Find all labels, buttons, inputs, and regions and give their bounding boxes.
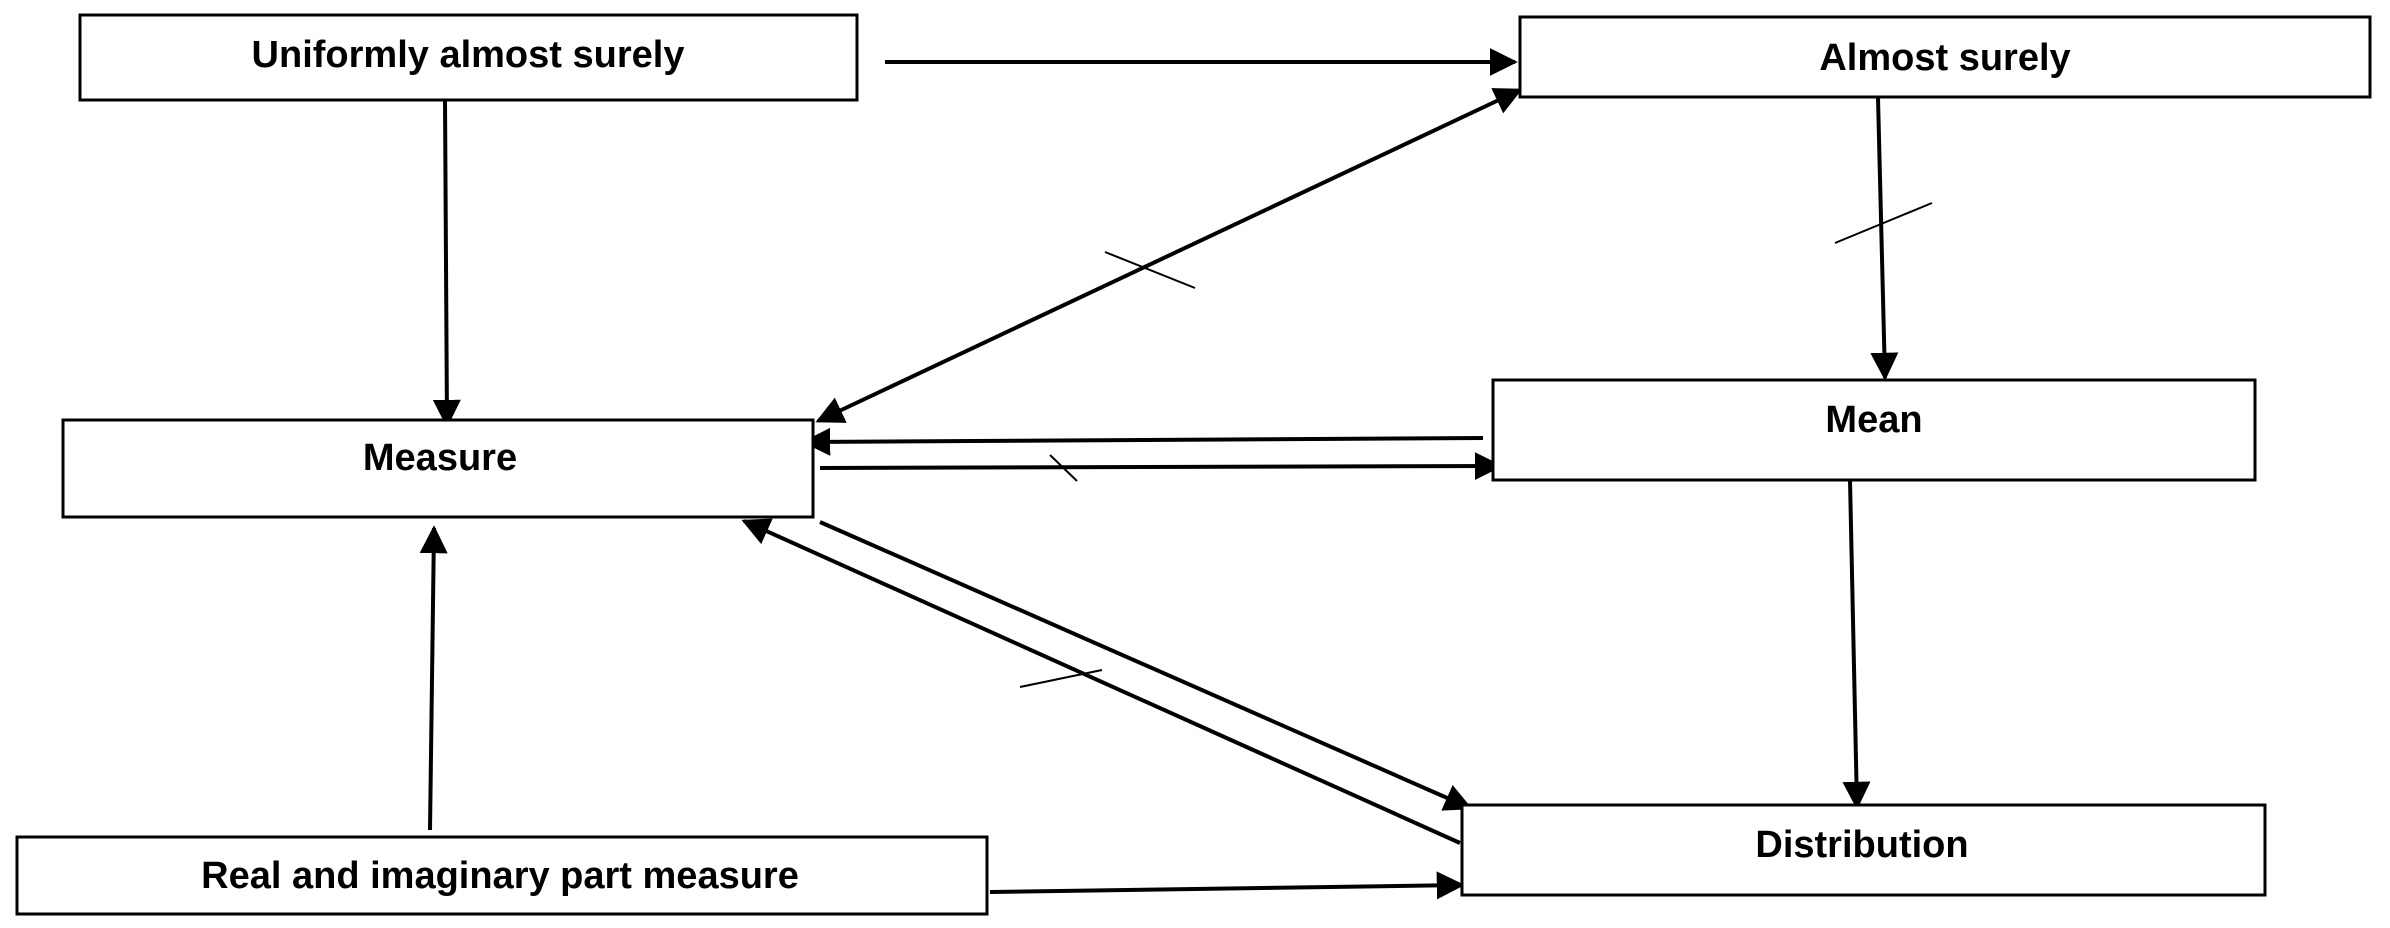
node-uniformly-almost-surely: Uniformly almost surely xyxy=(78,13,859,102)
node-box xyxy=(15,835,989,916)
edge-almost-to-mean xyxy=(1870,97,1899,381)
edge-measure-to-mean xyxy=(819,452,1503,481)
negation-marks xyxy=(1019,202,1933,688)
node-measure: Measure xyxy=(61,418,815,519)
node-label: Mean xyxy=(1825,399,1922,441)
node-distribution: Distribution xyxy=(1460,803,2267,897)
node-box xyxy=(1460,803,2267,897)
edge-realimag-to-distribution xyxy=(989,871,1465,900)
node-label: Real and imaginary part measure xyxy=(201,855,799,897)
negation-tick-distribution-measure xyxy=(1019,669,1103,688)
node-mean: Mean xyxy=(1491,378,2257,482)
edge-realimag-to-measure xyxy=(419,525,448,831)
node-label: Uniformly almost surely xyxy=(252,34,685,76)
node-real-and-imaginary-part-measure: Real and imaginary part measure xyxy=(15,835,989,916)
node-label: Measure xyxy=(363,437,517,479)
edge-measure-to-distribution xyxy=(819,520,1473,811)
node-box xyxy=(78,13,859,102)
negation-tick-almost-mean xyxy=(1834,202,1933,244)
node-label: Almost surely xyxy=(1819,37,2070,79)
edge-mean-to-distribution xyxy=(1842,479,1871,810)
node-box xyxy=(1518,15,2372,99)
edge-uniformly-to-measure xyxy=(432,99,461,428)
node-label: Distribution xyxy=(1755,824,1968,866)
edge-mean-to-measure xyxy=(802,427,1484,456)
negation-tick-measure-mean xyxy=(1049,454,1078,482)
edge-distribution-to-measure xyxy=(741,518,1461,845)
edges xyxy=(419,48,1899,900)
negation-tick-almost-measure xyxy=(1104,251,1196,289)
node-box xyxy=(1491,378,2257,482)
node-almost-surely: Almost surely xyxy=(1518,15,2372,99)
node-box xyxy=(61,418,815,519)
edge-almost-measure-bidirectional xyxy=(815,88,1523,423)
